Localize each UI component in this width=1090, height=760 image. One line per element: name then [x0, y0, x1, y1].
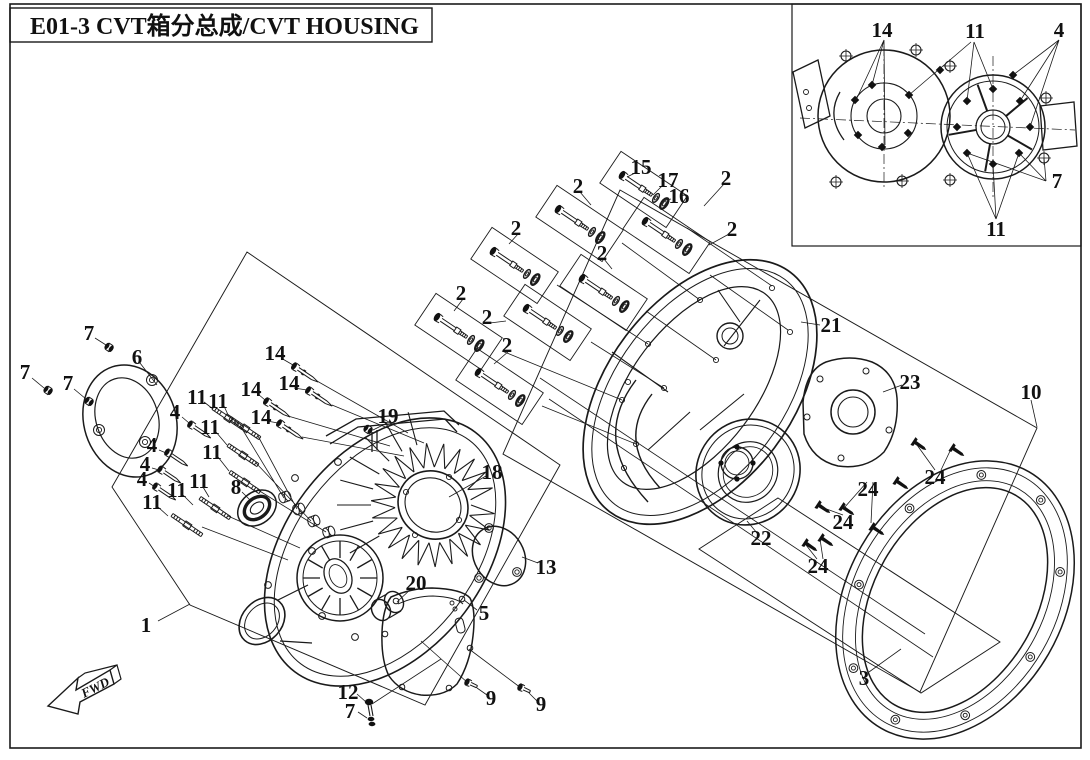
seal-8 — [236, 489, 278, 527]
callout-label-24: 24 — [858, 477, 880, 501]
callout-label-14: 14 — [251, 405, 273, 429]
callout-label-24: 24 — [925, 465, 947, 489]
plate-13 — [471, 523, 527, 587]
cover-plate-5 — [381, 587, 475, 697]
callout-label-9: 9 — [536, 692, 547, 716]
callout-label-24: 24 — [808, 554, 830, 578]
callout-label-11: 11 — [202, 440, 222, 464]
callout-label-3: 3 — [859, 666, 870, 690]
callout-label-2: 2 — [502, 333, 513, 357]
nut-7 — [41, 384, 55, 397]
callout-label-21: 21 — [821, 313, 842, 337]
callout-label-11: 11 — [142, 490, 162, 514]
callout-label-22: 22 — [751, 526, 772, 550]
border-frame — [9, 3, 1082, 749]
gasket-10 — [834, 460, 1076, 740]
callout-label-4: 4 — [137, 467, 148, 491]
title-block — [9, 7, 433, 43]
callout-label-12: 12 — [338, 680, 359, 704]
callout-label-11: 11 — [208, 389, 228, 413]
drum-22 — [695, 418, 801, 526]
callout-label-9: 9 — [486, 686, 497, 710]
callout-label-2: 2 — [597, 241, 608, 265]
callout-label-18: 18 — [482, 460, 503, 484]
callout-label-14: 14 — [241, 377, 263, 401]
fwd-label: FWD — [78, 674, 113, 702]
fwd-arrow: FWD — [46, 664, 122, 715]
callout-label-4: 4 — [147, 433, 158, 457]
callout-label-4: 4 — [170, 400, 181, 424]
callout-label-2: 2 — [721, 166, 732, 190]
callout-label-11: 11 — [986, 217, 1006, 241]
callout-label-4: 4 — [1054, 18, 1065, 42]
callout-label-24: 24 — [833, 510, 855, 534]
screw-14 — [303, 384, 335, 411]
callout-label-23: 23 — [900, 370, 921, 394]
inset-box — [791, 3, 1082, 247]
callout-label-11: 11 — [200, 415, 220, 439]
lasso-regions — [111, 189, 1038, 706]
cooling-fins — [337, 412, 495, 568]
callout-label-14: 14 — [279, 371, 301, 395]
callout-label-20: 20 — [406, 571, 427, 595]
callout-label-2: 2 — [482, 305, 493, 329]
center-opening — [397, 470, 469, 540]
leader-lines — [31, 171, 1038, 719]
callout-label-11: 11 — [189, 469, 209, 493]
callout-label-11: 11 — [187, 385, 207, 409]
inset-right-stub — [1039, 101, 1078, 151]
callout-label-5: 5 — [479, 601, 490, 625]
pulley-wheel — [296, 534, 384, 622]
inset-detail-view — [792, 39, 1078, 220]
top-bracket — [325, 410, 460, 452]
callout-label-14: 14 — [265, 341, 287, 365]
callout-label-14: 14 — [872, 18, 894, 42]
callout-label-2: 2 — [727, 217, 738, 241]
nut-7 — [102, 341, 116, 354]
callout-label-6: 6 — [132, 345, 143, 369]
callout-label-11: 11 — [167, 478, 187, 502]
callout-label-1: 1 — [141, 613, 152, 637]
callout-label-15: 15 — [631, 155, 652, 179]
inset-left-stub — [792, 59, 831, 129]
callout-label-7: 7 — [20, 360, 31, 384]
screw-4 — [162, 446, 191, 470]
callout-label-13: 13 — [536, 555, 557, 579]
callout-label-16: 16 — [669, 184, 690, 208]
bolt-9 — [462, 677, 480, 691]
callout-label-8: 8 — [231, 475, 242, 499]
callout-label-7: 7 — [345, 699, 356, 723]
stud-11 — [225, 442, 260, 469]
callout-label-10: 10 — [1021, 380, 1042, 404]
stud-11 — [197, 495, 232, 522]
callout-label-7: 7 — [84, 321, 95, 345]
callout-label-2: 2 — [456, 281, 467, 305]
callout-label-4: 4 — [140, 452, 151, 476]
callout-label-7: 7 — [1052, 169, 1063, 193]
callout-label-11: 11 — [965, 19, 985, 43]
bolt-24-set — [801, 437, 967, 555]
bracket-plate-23 — [802, 357, 898, 468]
inner-cover-assembly — [238, 410, 507, 687]
lower-flange — [614, 379, 661, 503]
callout-label-2: 2 — [573, 174, 584, 198]
callout-label-19: 19 — [378, 404, 399, 428]
screw-14 — [274, 417, 306, 444]
page-title: E01-3 CVT箱分总成/CVT HOUSING — [30, 12, 419, 40]
gasket-6 — [82, 364, 178, 478]
bolt-12 — [364, 698, 376, 727]
callout-label-2: 2 — [511, 216, 522, 240]
callout-label-17: 17 — [658, 168, 679, 192]
stud-11 — [169, 512, 204, 539]
snout — [238, 596, 286, 646]
callout-label-7: 7 — [63, 371, 74, 395]
